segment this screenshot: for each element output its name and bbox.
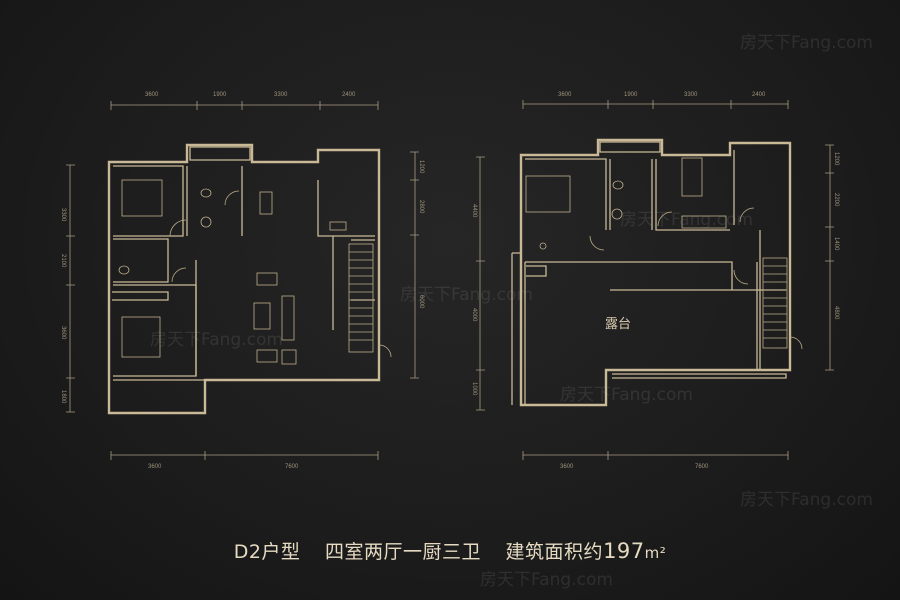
doors (169, 190, 392, 358)
dim-label: 3600 (148, 464, 162, 470)
watermark: 房天下Fang.com (740, 490, 873, 510)
staircase-icon (762, 257, 788, 349)
bed-icon (121, 316, 161, 358)
dim-label: 3600 (145, 92, 159, 98)
dim-label: 1900 (624, 92, 638, 98)
doors (589, 207, 803, 350)
dim-label: 4800 (833, 306, 839, 320)
dim-label: 2400 (342, 92, 356, 98)
dim-label: 1200 (833, 152, 839, 166)
toilet-icon (612, 180, 624, 190)
desk-icon (681, 157, 703, 197)
floor-drain-icon (539, 242, 547, 250)
watermark: 房天下Fang.com (740, 33, 873, 53)
dim-label: 1000 (471, 382, 477, 396)
terrace-label: 露台 (605, 317, 631, 332)
right-dimension-line: 1200 2800 6000 (410, 151, 424, 379)
dim-label: 2200 (833, 193, 839, 207)
unit-type: D2户型 (233, 541, 301, 563)
dim-label: 3600 (560, 464, 574, 470)
left-dimension-line: 4400 4000 1000 (471, 156, 485, 411)
dining-table-icon (259, 191, 273, 215)
watermark: 房天下Fang.com (400, 285, 533, 305)
dim-label: 1400 (833, 237, 839, 251)
toilet-icon (200, 188, 212, 198)
furniture (525, 157, 788, 349)
dim-label: 3300 (60, 208, 66, 222)
top-dimension-line: 3600 1900 3300 2400 (110, 92, 379, 110)
kitchen-sink-icon (329, 221, 347, 231)
right-dimension-line: 1200 2200 1400 4800 (825, 144, 839, 371)
wardrobe-icon (681, 215, 727, 229)
room-layout: 四室两厅一厨三卫 (324, 541, 481, 563)
dim-label: 3300 (684, 92, 698, 98)
unit-title: D2户型 四室两厅一厨三卫 建筑面积约197m² (0, 537, 900, 564)
watermark: 房天下Fang.com (620, 210, 753, 230)
plant-icon (281, 349, 297, 365)
dim-label: 1200 (418, 160, 424, 174)
dim-label: 3600 (558, 92, 572, 98)
sofa-icon (281, 295, 295, 341)
left-dimension-line: 3300 2100 3600 1800 (60, 164, 75, 413)
coffee-table-icon (253, 302, 271, 330)
dim-label: 7600 (285, 464, 299, 470)
dim-label: 3600 (60, 326, 66, 340)
watermark: 房天下Fang.com (150, 330, 283, 350)
dim-label: 2800 (418, 200, 424, 214)
area-value: 197 (603, 539, 645, 563)
dim-label: 4000 (471, 308, 477, 322)
bottom-dimension-line: 3600 7600 (522, 451, 789, 470)
plan-lower: 3600 1900 3300 2400 3300 2100 3600 1800 … (60, 92, 424, 470)
dim-label: 2100 (60, 254, 66, 268)
bed-icon (121, 179, 163, 217)
top-dimension-line: 3600 1900 3300 2400 (522, 92, 789, 109)
dim-label: 1900 (213, 92, 227, 98)
watermarks: 房天下Fang.com 房天下Fang.com 房天下Fang.com 房天下F… (150, 33, 873, 590)
walls (511, 138, 792, 407)
watermark: 房天下Fang.com (480, 570, 613, 590)
staircase-icon (348, 243, 374, 353)
plan-upper: 3600 1900 3300 2400 4400 4000 1000 1200 … (471, 92, 839, 470)
armchair-icon (256, 272, 278, 286)
toilet-icon (118, 265, 130, 275)
bed-icon (525, 175, 571, 213)
walls (107, 143, 381, 415)
sink-icon (200, 216, 212, 228)
watermark: 房天下Fang.com (560, 385, 693, 405)
dim-label: 2400 (752, 92, 766, 98)
dim-label: 7600 (695, 464, 709, 470)
armchair-icon (256, 349, 278, 363)
dim-label: 6000 (418, 295, 424, 309)
bottom-dimension-line: 3600 7600 (110, 451, 379, 470)
floor-area: 建筑面积约197m² (505, 539, 667, 563)
dim-label: 4400 (471, 204, 477, 218)
sink-icon (611, 208, 623, 220)
dim-label: 3300 (274, 92, 288, 98)
dim-label: 1800 (60, 390, 66, 404)
area-prefix: 建筑面积约 (505, 541, 604, 563)
area-unit: m² (644, 544, 667, 562)
furniture (118, 179, 374, 365)
